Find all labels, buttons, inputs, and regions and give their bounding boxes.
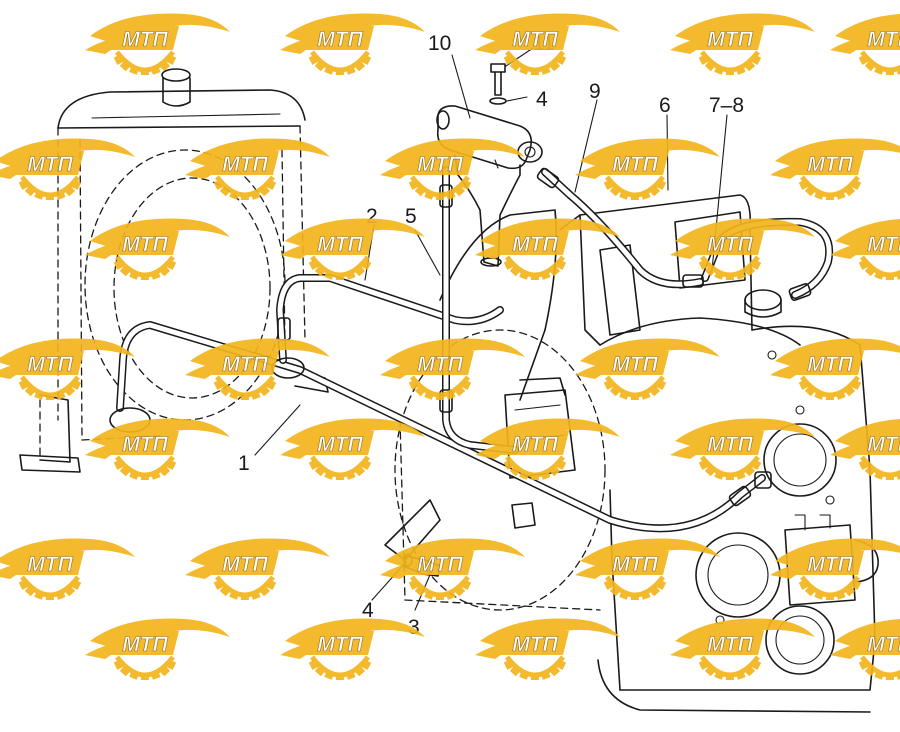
watermark-text: МТП (707, 633, 753, 656)
watermark-text: МТП (317, 633, 363, 656)
watermark-text: МТП (807, 353, 853, 376)
gear-wing-logo-icon: МТП (475, 218, 620, 281)
watermark-text: МТП (867, 233, 900, 256)
watermark-text: МТП (417, 553, 463, 576)
callout-2: 2 (366, 205, 378, 228)
watermark-text: МТП (317, 433, 363, 456)
gear-wing-logo-icon: МТП (575, 338, 720, 401)
gear-wing-logo-icon: МТП (380, 138, 525, 201)
watermark-text: МТП (122, 233, 168, 256)
watermark-text: МТП (807, 153, 853, 176)
gear-wing-logo-icon: МТП (830, 619, 900, 681)
gear-wing-logo-icon: МТП (85, 618, 230, 681)
gear-wing-logo-icon: МТП (280, 618, 425, 681)
gear-wing-logo-icon: МТП (475, 13, 620, 76)
gear-wing-logo-icon: МТП (575, 538, 720, 601)
gear-wing-logo-icon: МТП (670, 13, 815, 76)
gear-wing-logo-icon: МТП (280, 13, 425, 76)
gear-wing-logo-icon: МТП (0, 138, 135, 201)
callout-1: 1 (238, 452, 250, 475)
gear-wing-logo-icon: МТП (185, 338, 330, 401)
gear-wing-logo-icon: МТП (670, 218, 815, 281)
gear-wing-logo-icon: МТП (280, 418, 425, 481)
callout-4-top: 4 (536, 88, 548, 111)
gear-wing-logo-icon: МТП (830, 419, 900, 481)
callout-9: 9 (589, 80, 601, 103)
watermark-text: МТП (27, 153, 73, 176)
gear-wing-logo-icon: МТП (670, 418, 815, 481)
watermark-text: МТП (512, 633, 558, 656)
watermark-text: МТП (222, 153, 268, 176)
radiator (19, 68, 329, 473)
callout-10: 10 (428, 32, 451, 55)
callout-5: 5 (405, 205, 417, 228)
watermark-text: МТП (512, 28, 558, 51)
watermark-text: МТП (122, 433, 168, 456)
watermark-layer: МТП МТП МТП МТП МТП МТП МТП МТП МТП МТП МТП МТП МТП М… (0, 13, 900, 681)
gear-wing-logo-icon: МТП (380, 538, 525, 601)
gear-wing-logo-icon: МТП (770, 538, 900, 601)
watermark-text: МТП (807, 553, 853, 576)
gear-wing-logo-icon: МТП (0, 538, 135, 601)
watermark-text: МТП (707, 433, 753, 456)
gear-wing-logo-icon: МТП (475, 418, 620, 481)
gear-wing-logo-icon: МТП (830, 14, 900, 76)
watermark-text: МТП (867, 633, 900, 656)
gear-wing-logo-icon: МТП (770, 338, 900, 401)
gear-wing-logo-icon: МТП (380, 338, 525, 401)
watermark-text: МТП (512, 233, 558, 256)
callout-7-8: 7–8 (709, 94, 744, 117)
hydraulic-pipes (109, 166, 834, 577)
watermark-text: МТП (317, 28, 363, 51)
gear-wing-logo-icon: МТП (280, 218, 425, 281)
gear-wing-logo-icon: МТП (85, 13, 230, 76)
transmission-housing (559, 194, 879, 713)
watermark-text: МТП (512, 433, 558, 456)
gear-wing-logo-icon: МТП (770, 138, 900, 201)
watermark-text: МТП (27, 553, 73, 576)
watermark-text: МТП (222, 553, 268, 576)
watermark-text: МТП (707, 28, 753, 51)
callout-6: 6 (659, 94, 671, 117)
gear-wing-logo-icon: МТП (185, 138, 330, 201)
watermark-text: МТП (27, 353, 73, 376)
watermark-text: МТП (867, 28, 900, 51)
gear-wing-logo-icon: МТП (85, 418, 230, 481)
gear-wing-logo-icon: МТП (670, 618, 815, 681)
gear-wing-logo-icon: МТП (0, 338, 135, 401)
watermark-text: МТП (867, 433, 900, 456)
watermark-text: МТП (417, 153, 463, 176)
callout-4-bottom: 4 (362, 599, 374, 622)
callout-3: 3 (408, 616, 420, 639)
watermark-text: МТП (417, 353, 463, 376)
watermark-text: МТП (122, 28, 168, 51)
gear-wing-logo-icon: МТП (575, 138, 720, 201)
watermark-text: МТП (612, 553, 658, 576)
watermark-text: МТП (317, 233, 363, 256)
gear-wing-logo-icon: МТП (85, 218, 230, 281)
watermark-text: МТП (122, 633, 168, 656)
watermark-text: МТП (612, 353, 658, 376)
watermark-text: МТП (707, 233, 753, 256)
watermark-text: МТП (222, 353, 268, 376)
gear-wing-logo-icon: МТП (830, 219, 900, 281)
gear-wing-logo-icon: МТП (185, 538, 330, 601)
gear-wing-logo-icon: МТП (475, 618, 620, 681)
watermark-text: МТП (612, 153, 658, 176)
